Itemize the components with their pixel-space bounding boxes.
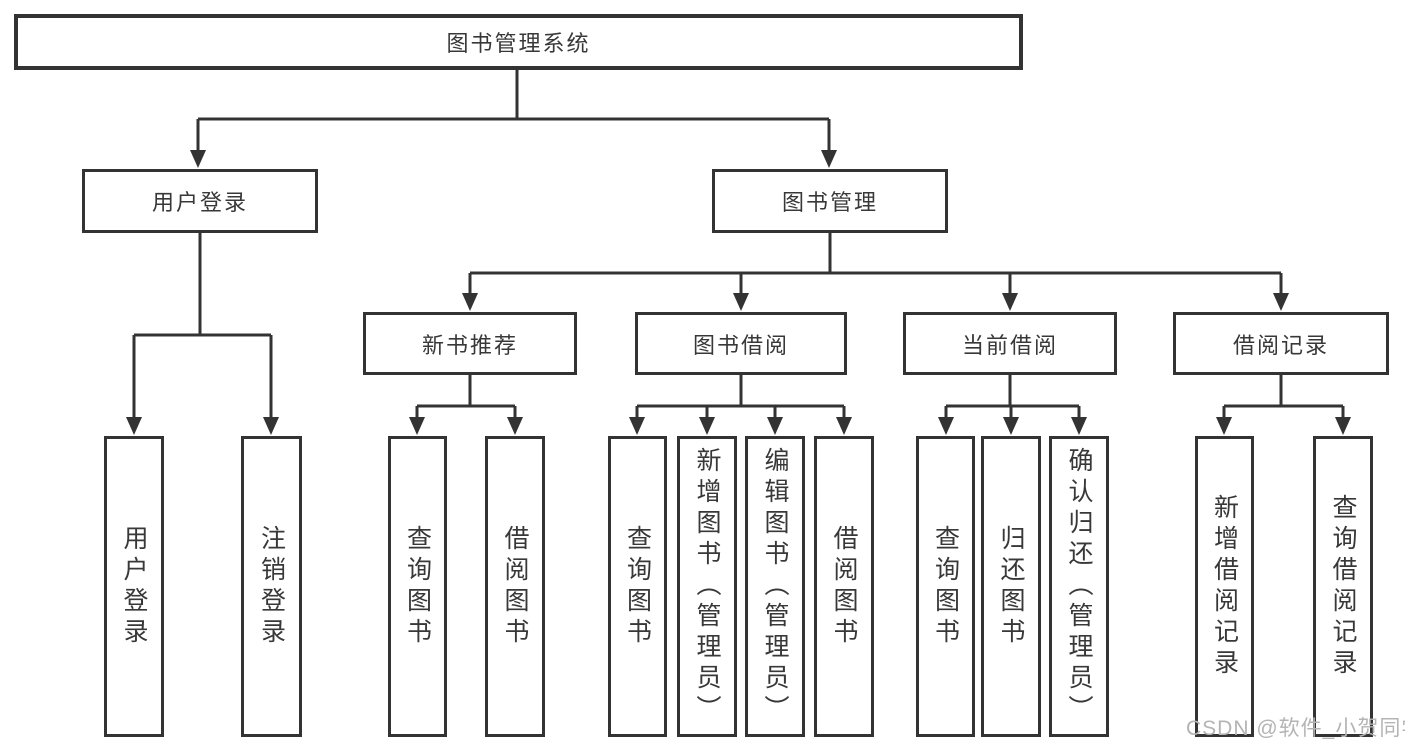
node-book-borrowing: 图书借阅 bbox=[635, 312, 847, 375]
leaf-borrow-book-recommend: 借阅图书 bbox=[485, 436, 545, 737]
leaf-query-book-current: 查询图书 bbox=[916, 436, 975, 737]
leaf-logout: 注销登录 bbox=[241, 436, 302, 737]
csdn-watermark: CSDN @软件_小贺同学 bbox=[1186, 717, 1405, 740]
leaf-confirm-return-admin: 确认归还（管理员） bbox=[1049, 436, 1109, 737]
leaf-borrow-book: 借阅图书 bbox=[814, 436, 874, 737]
leaf-add-book-admin: 新增图书（管理员） bbox=[677, 436, 737, 737]
node-user-login: 用户登录 bbox=[82, 169, 318, 233]
leaf-return-book: 归还图书 bbox=[981, 436, 1041, 737]
leaf-add-borrow-record: 新增借阅记录 bbox=[1195, 436, 1254, 737]
arrowheads bbox=[126, 150, 1351, 435]
leaf-query-book-recommend: 查询图书 bbox=[388, 436, 447, 737]
leaf-query-book-borrowing: 查询图书 bbox=[608, 436, 667, 737]
leaf-user-login: 用户登录 bbox=[104, 436, 164, 737]
node-current-borrowing: 当前借阅 bbox=[903, 312, 1117, 375]
node-system-root: 图书管理系统 bbox=[14, 14, 1023, 70]
node-borrowing-records: 借阅记录 bbox=[1173, 312, 1389, 375]
leaf-edit-book-admin: 编辑图书（管理员） bbox=[745, 436, 805, 737]
node-new-book-recommendation: 新书推荐 bbox=[363, 312, 577, 375]
node-book-management: 图书管理 bbox=[712, 169, 948, 233]
leaf-query-borrow-record: 查询借阅记录 bbox=[1313, 436, 1373, 737]
